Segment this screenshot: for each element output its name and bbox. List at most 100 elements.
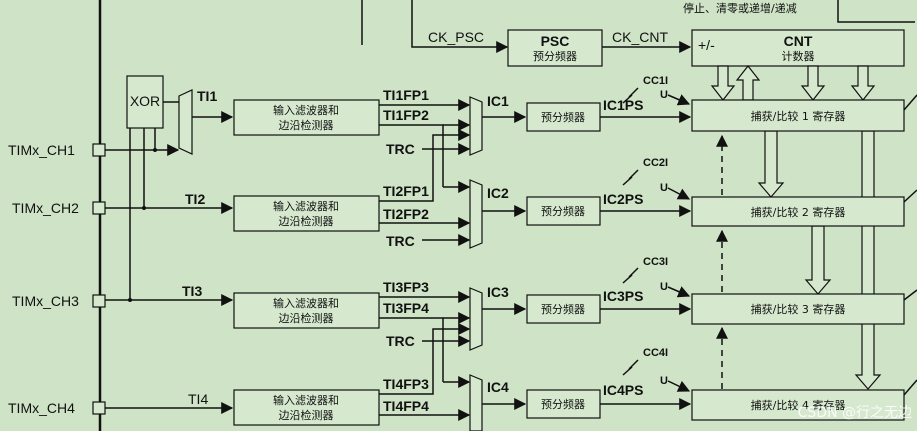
- ch3-u-label: U: [660, 281, 668, 293]
- ch4-cc-zap: [622, 359, 639, 376]
- top-note-connector: [837, 0, 915, 23]
- ch3-ccr-label: 捕获/比较 3 寄存器: [751, 302, 846, 316]
- ch3-pin[interactable]: [92, 294, 106, 308]
- ch3-ic-mux: [469, 287, 483, 351]
- psc-subtitle: 预分频器: [533, 49, 577, 63]
- ch1-fp-a-label: TI1FP1: [383, 87, 429, 103]
- ch3-fp-b-label: TI3FP4: [383, 300, 429, 316]
- ch2-u-label: U: [660, 182, 668, 194]
- right-edge-mark-3: [903, 289, 917, 301]
- ch2-filter: [233, 195, 380, 232]
- xor-label: XOR: [130, 93, 160, 109]
- watermark: CSDN @行之无边: [798, 405, 912, 421]
- ch2-ic-label: IC2: [487, 185, 509, 201]
- ck-psc-wire: [411, 0, 509, 53]
- ch3-cc-zap: [622, 267, 639, 284]
- ch4-fp-b-label: TI4FP4: [383, 398, 429, 414]
- psc-block: [507, 29, 603, 67]
- bus-reg1-reg2-a: [757, 130, 785, 198]
- ch4-filter-l2: 边沿检测器: [279, 408, 334, 422]
- ch4-ccr: [691, 389, 905, 421]
- ch1-filter-l1: 输入滤波器和: [273, 103, 339, 117]
- ch4-ic-label: IC4: [487, 379, 509, 395]
- ch4-pin[interactable]: [92, 401, 106, 415]
- ch1-filter: [233, 99, 380, 136]
- xor-mux: [178, 89, 193, 155]
- ch3-fp-a-label: TI3FP3: [383, 279, 429, 295]
- ch3-filter-l1: 输入滤波器和: [273, 296, 339, 310]
- ch1-ccr: [691, 99, 905, 132]
- cnt-updown: +/-: [698, 37, 715, 53]
- ch1-ccr-label: 捕获/比较 1 寄存器: [751, 109, 846, 123]
- bus-cnt-reg1-d: [850, 65, 876, 101]
- ch3-cc-label: CC3I: [643, 256, 668, 268]
- ch3-trc-label: TRC: [386, 333, 415, 349]
- ch2-prescaler-label: 预分频器: [541, 204, 585, 218]
- ch3-u-arrow: [667, 286, 691, 298]
- ch4-prescaler-label: 预分频器: [541, 397, 585, 411]
- ch3-filter-l2: 边沿检测器: [279, 311, 334, 325]
- ch1-pin-label: TIMx_CH1: [8, 142, 75, 158]
- bus-reg1-reg4-right: [854, 130, 882, 390]
- ch1-u-label: U: [660, 89, 668, 101]
- cnt-subtitle: 计数器: [782, 50, 815, 63]
- ch3-icps-label: IC3PS: [603, 288, 643, 304]
- ch2-pin-label: TIMx_CH2: [12, 200, 79, 216]
- bus-reg2-reg3: [804, 225, 832, 295]
- ch4-fp-a-label: TI4FP3: [383, 376, 429, 392]
- ck-psc-label: CK_PSC: [428, 29, 484, 45]
- ch1-cc-zap: [622, 87, 639, 104]
- ch1-icps-label: IC1PS: [603, 97, 643, 113]
- ch2-filter-l2: 边沿检测器: [279, 214, 334, 228]
- bus-cnt-reg1-b: [735, 65, 761, 101]
- ch1-filter-l2: 边沿检测器: [279, 118, 334, 132]
- bus-cnt-reg1-a: [710, 65, 736, 101]
- ch3-ccr: [691, 293, 905, 325]
- ch2-cc-label: CC2I: [643, 157, 668, 169]
- ch2-pin[interactable]: [92, 201, 106, 215]
- ch2-ccr-label: 捕获/比较 2 寄存器: [751, 205, 846, 219]
- ch3-ic-label: IC3: [487, 284, 509, 300]
- ch2-cc-zap: [622, 169, 639, 186]
- ch2-ccr: [691, 196, 905, 227]
- right-edge-mark-1: [903, 94, 917, 111]
- ch4-ic-mux: [469, 374, 483, 431]
- ti1-label: TI1: [197, 88, 217, 104]
- ch1-pin[interactable]: [92, 143, 106, 157]
- ch3-prescaler-label: 预分频器: [541, 302, 585, 316]
- ch4-filter: [233, 389, 380, 426]
- ch4-pin-label: TIMx_CH4: [8, 400, 75, 416]
- ch4-ccr-label: 捕获/比较 4 寄存器: [751, 398, 846, 412]
- ch3-pin-label: TIMx_CH3: [12, 293, 79, 309]
- ch4-prescaler: [526, 389, 601, 419]
- ch1-prescaler-label: 预分频器: [541, 110, 585, 124]
- ti4-label: TI4: [188, 391, 208, 407]
- ch3-prescaler: [526, 294, 601, 324]
- psc-title: PSC: [541, 33, 570, 49]
- ch4-u-label: U: [660, 375, 668, 387]
- ti2-label: TI2: [185, 191, 205, 207]
- ch2-icps-label: IC2PS: [603, 191, 643, 207]
- ti3-label: TI3: [182, 283, 202, 299]
- ch1-u-arrow: [667, 94, 691, 106]
- ch1-ic-label: IC1: [487, 93, 509, 109]
- ch2-fp-a-wire: [379, 188, 434, 202]
- ck-cnt-label: CK_CNT: [612, 29, 668, 45]
- ch2-trc-label: TRC: [386, 233, 415, 249]
- ch2-fp-b-label: TI2FP2: [383, 206, 429, 222]
- ch1-cross-to-mux: [432, 129, 471, 188]
- ch2-ic-mux: [469, 179, 483, 249]
- ch3-filter: [233, 292, 380, 329]
- ch2-fp-a-label: TI2FP1: [383, 183, 429, 199]
- ch4-icps-label: IC4PS: [603, 382, 643, 398]
- ch4-cc-label: CC4I: [643, 347, 668, 359]
- cnt-title: CNT: [784, 33, 813, 49]
- ch1-cc-label: CC1I: [643, 75, 668, 87]
- ch2-u-arrow: [667, 187, 691, 200]
- cnt-block: [691, 29, 905, 67]
- ch4-u-arrow: [667, 380, 691, 392]
- ch1-fp-b-label: TI1FP2: [383, 107, 429, 123]
- ch1-ic-mux: [469, 96, 483, 156]
- ch3-cross-to-mux: [432, 323, 471, 383]
